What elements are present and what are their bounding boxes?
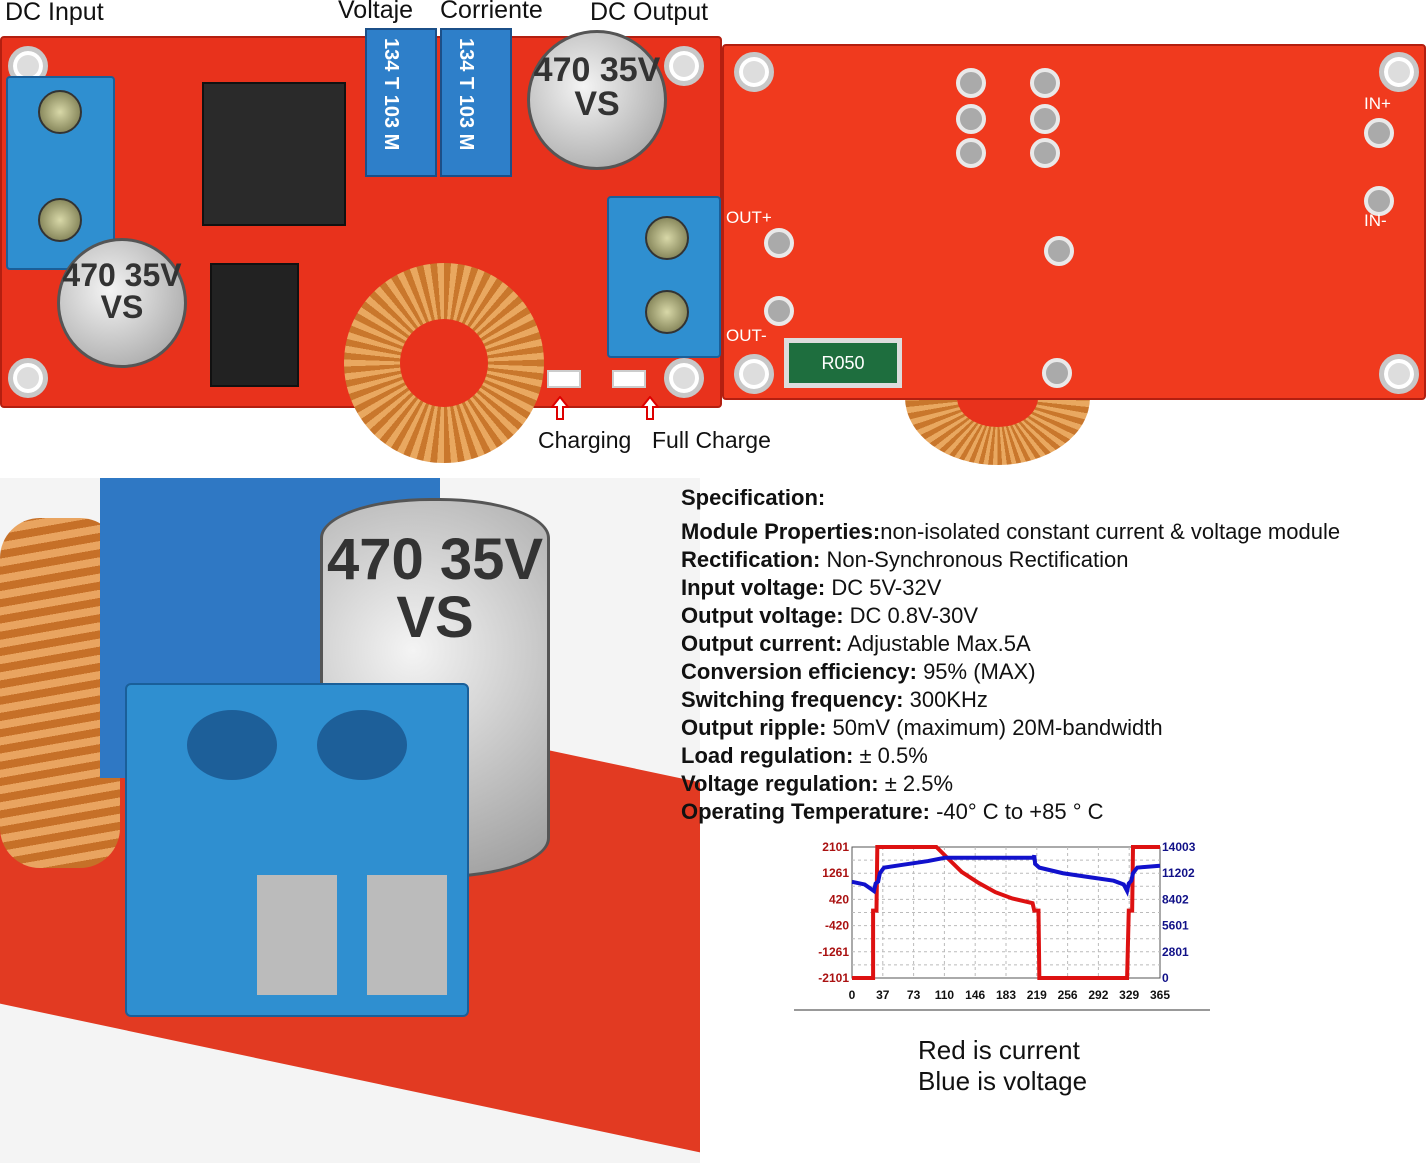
left-axis-tick: 2101 [822, 840, 849, 854]
current-potentiometer[interactable]: 134 T 103 M [440, 28, 512, 177]
spec-item: Voltage regulation: ± 2.5% [681, 771, 953, 797]
spec-item: Module Properties:non-isolated constant … [681, 519, 1340, 545]
spec-key: Conversion efficiency: [681, 659, 917, 684]
spec-key: Rectification: [681, 547, 821, 572]
x-tick-label: 256 [1058, 988, 1078, 1002]
spec-item: Operating Temperature: -40° C to +85 ° C [681, 799, 1104, 825]
dc-output-label: DC Output [590, 0, 709, 26]
right-axis-tick: 11202 [1162, 866, 1195, 880]
spec-value: DC 5V-32V [825, 575, 942, 600]
current-series-line [852, 845, 1160, 980]
closeup-terminal [125, 683, 469, 1017]
spec-item: Input voltage: DC 5V-32V [681, 575, 941, 601]
spec-value: Adjustable Max.5A [842, 631, 1031, 656]
in-plus-label: IN+ [1364, 94, 1391, 113]
spec-value: Non-Synchronous Rectification [820, 547, 1129, 572]
x-tick-label: 219 [1027, 988, 1047, 1002]
spec-item: Rectification: Non-Synchronous Rectifica… [681, 547, 1129, 573]
diode [210, 263, 299, 387]
spec-key: Output ripple: [681, 715, 827, 740]
spec-value: -40° C to +85 ° C [929, 799, 1104, 824]
output-terminal [607, 196, 721, 358]
left-axis-tick: -2101 [818, 971, 849, 985]
spec-key: Input voltage: [681, 575, 826, 600]
right-axis-tick: 5601 [1162, 919, 1189, 933]
full-charge-led [612, 370, 646, 388]
x-tick-label: 110 [935, 988, 955, 1002]
charging-led [547, 370, 581, 388]
full-charge-label: Full Charge [652, 427, 771, 453]
in-minus-label: IN- [1364, 211, 1387, 230]
right-axis-tick: 0 [1162, 971, 1169, 985]
spec-value: 50mV (maximum) 20M-bandwidth [826, 715, 1163, 740]
shunt-resistor: R050 [784, 338, 902, 388]
spec-value: non-isolated constant current & voltage … [880, 519, 1341, 544]
spec-key: Voltage regulation: [681, 771, 879, 796]
x-tick-label: 365 [1150, 988, 1170, 1002]
x-tick-label: 292 [1088, 988, 1108, 1002]
board-bottom-view: IN+ IN- OUT+ OUT- R050 [722, 44, 1426, 400]
spec-key: Load regulation: [681, 743, 854, 768]
spec-key: Operating Temperature: [681, 799, 930, 824]
right-axis-tick: 14003 [1162, 840, 1196, 854]
spec-item: Output voltage: DC 0.8V-30V [681, 603, 978, 629]
left-axis-tick: -420 [825, 919, 849, 933]
x-tick-label: 37 [876, 988, 890, 1002]
board-top-view: 134 T 103 M 134 T 103 M 470 35V VS 470 3… [0, 28, 722, 463]
input-capacitor: 470 35V VS [57, 238, 187, 368]
x-tick-label: 183 [996, 988, 1016, 1002]
legend-voltage: Blue is voltage [918, 1066, 1088, 1096]
left-axis-tick: 420 [829, 892, 849, 906]
x-tick-label: 0 [849, 988, 856, 1002]
input-terminal [6, 76, 115, 270]
inductor [344, 263, 544, 463]
spec-value: ± 2.5% [878, 771, 954, 796]
out-minus-label: OUT- [726, 326, 767, 345]
spec-title: Specification: [681, 485, 826, 510]
spec-item: Output current: Adjustable Max.5A [681, 631, 1031, 657]
right-axis-tick: 2801 [1162, 945, 1189, 959]
voltage-label: Voltaje [338, 0, 414, 24]
dc-input-label: DC Input [5, 0, 104, 26]
x-tick-label: 73 [907, 988, 921, 1002]
spec-key: Output voltage: [681, 603, 844, 628]
charging-label: Charging [538, 427, 632, 453]
spec-value: 95% (MAX) [916, 659, 1036, 684]
spec-key: Switching frequency: [681, 687, 904, 712]
spec-item: Load regulation: ± 0.5% [681, 743, 928, 769]
right-axis-tick: 8402 [1162, 892, 1189, 906]
closeup-photo: 470 35V VS [0, 478, 700, 1163]
legend-current: Red is current [918, 1035, 1080, 1065]
x-tick-label: 329 [1119, 988, 1139, 1002]
spec-key: Module Properties: [681, 519, 881, 544]
spec-item: Switching frequency: 300KHz [681, 687, 988, 713]
out-plus-label: OUT+ [726, 208, 772, 227]
spec-item: Conversion efficiency: 95% (MAX) [681, 659, 1036, 685]
voltage-series-line [851, 854, 1161, 897]
spec-key: Output current: [681, 631, 843, 656]
current-label: Corriente [440, 0, 543, 24]
voltage-potentiometer[interactable]: 134 T 103 M [365, 28, 437, 177]
spec-value: ± 0.5% [853, 743, 928, 768]
x-tick-label: 146 [965, 988, 985, 1002]
current-voltage-chart: 0 37 73 110 146 183 219 256 292 329 365 2101 14003 12… [794, 840, 1210, 1011]
full-charge-arrow-icon [641, 396, 659, 420]
left-axis-tick: 1261 [822, 866, 849, 880]
spec-value: 300KHz [903, 687, 988, 712]
charging-arrow-icon [551, 396, 569, 420]
output-capacitor: 470 35V VS [527, 30, 667, 170]
spec-item: Output ripple: 50mV (maximum) 20M-bandwi… [681, 715, 1163, 741]
regulator-chip [202, 82, 346, 226]
left-axis-tick: -1261 [818, 945, 849, 959]
spec-value: DC 0.8V-30V [843, 603, 979, 628]
